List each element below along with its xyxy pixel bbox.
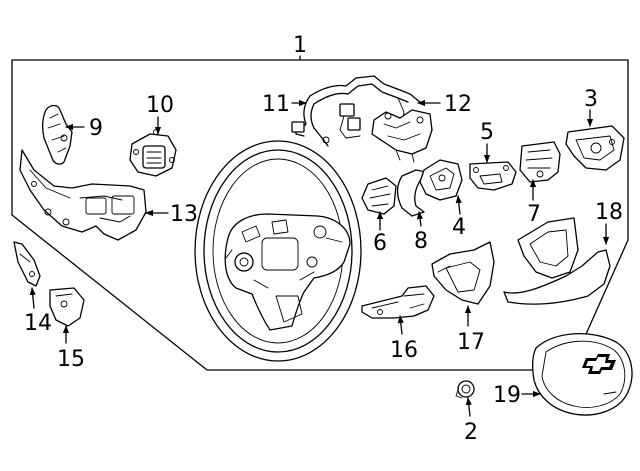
callout-9: 9: [89, 116, 103, 141]
part-3-control-switch: [565, 125, 625, 171]
callout-labels: 1 2 3 4 5 6 7 8 9 10 11 12 13 14 15 16 1…: [24, 33, 623, 445]
part-10-control-switch: [129, 129, 177, 177]
callout-5: 5: [480, 120, 494, 145]
part-6-small-switch: [361, 177, 397, 215]
part-16-trim-piece: [361, 285, 435, 319]
part-2-bolt: [455, 380, 475, 399]
part-5-bracket: [469, 161, 517, 191]
callout-12: 12: [444, 92, 472, 117]
callout-14: 14: [24, 311, 52, 336]
callout-13: 13: [170, 202, 198, 227]
callout-1: 1: [293, 33, 307, 58]
callout-18: 18: [595, 200, 623, 225]
steering-wheel: [194, 140, 362, 362]
callout-3: 3: [584, 87, 598, 112]
callout-4: 4: [452, 215, 466, 240]
part-18-lower-cover: [503, 217, 611, 305]
part-7-right-switch: [519, 141, 561, 183]
callout-16: 16: [390, 338, 418, 363]
callout-15: 15: [57, 347, 85, 372]
callout-11: 11: [262, 92, 290, 117]
callout-6: 6: [373, 231, 387, 256]
callout-17: 17: [457, 330, 485, 355]
part-4-trim-bezel: [419, 159, 463, 201]
callout-19: 19: [493, 383, 521, 408]
part-19-airbag-module: [532, 333, 633, 416]
part-14-left-trim: [13, 241, 41, 287]
callout-10: 10: [146, 93, 174, 118]
part-13-lower-cover: [19, 149, 147, 241]
part-9-paddle-switch: [42, 104, 73, 165]
callout-7: 7: [527, 202, 541, 227]
part-15-clip-bracket: [49, 287, 85, 327]
leader-lines: [29, 99, 610, 417]
part-17-lower-bezel: [431, 241, 495, 305]
callout-2: 2: [464, 420, 478, 445]
callout-8: 8: [414, 229, 428, 254]
part-12-switch-bracket: [371, 109, 433, 163]
